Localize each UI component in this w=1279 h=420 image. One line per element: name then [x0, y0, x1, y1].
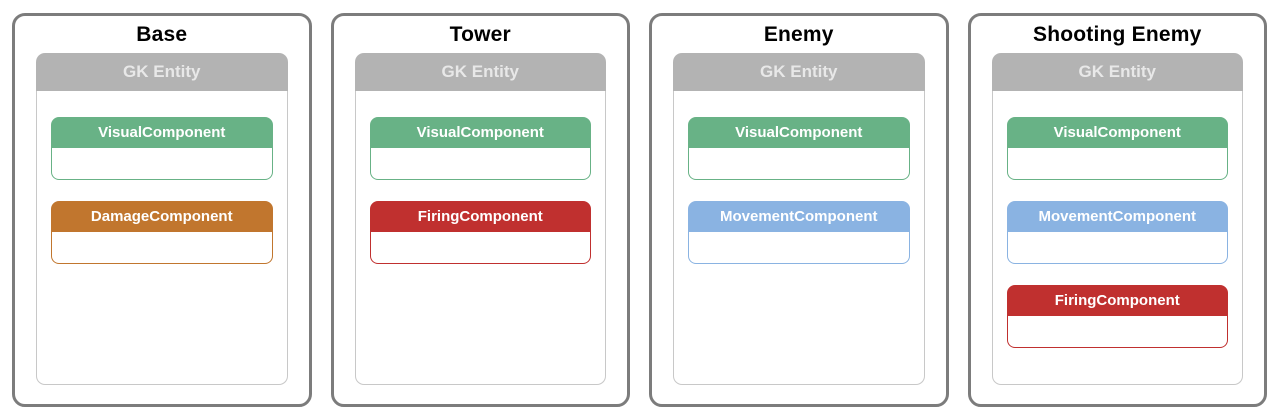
entity-panel: Shooting Enemy GK Entity VisualComponent…	[967, 13, 1267, 407]
panel-title: Shooting Enemy	[1033, 23, 1202, 46]
gk-entity-card: GK Entity VisualComponent DamageComponen…	[36, 53, 288, 385]
component-box: VisualComponent	[51, 117, 273, 180]
panel-title: Enemy	[763, 23, 834, 46]
component-body	[1006, 148, 1228, 180]
component-body	[369, 232, 591, 264]
component-box: VisualComponent	[688, 117, 910, 180]
component-box: MovementComponent	[688, 201, 910, 264]
panel-title: Tower	[449, 23, 511, 46]
gk-entity-card: GK Entity VisualComponent MovementCompon…	[673, 53, 925, 385]
entity-panel: Base GK Entity VisualComponent DamageCom…	[12, 13, 312, 407]
component-box: VisualComponent	[1006, 117, 1228, 180]
component-header-label: VisualComponent	[1006, 117, 1228, 148]
entity-panel: Tower GK Entity VisualComponent FiringCo…	[330, 13, 630, 407]
gk-entity-header: GK Entity	[354, 53, 606, 91]
component-header-label: VisualComponent	[369, 117, 591, 148]
component-header-label: VisualComponent	[51, 117, 273, 148]
gk-entity-body: VisualComponent DamageComponent	[36, 91, 288, 385]
gk-entity-header: GK Entity	[991, 53, 1243, 91]
component-box: DamageComponent	[51, 201, 273, 264]
component-body	[51, 232, 273, 264]
component-box: MovementComponent	[1006, 201, 1228, 264]
component-header-label: FiringComponent	[1006, 285, 1228, 316]
entity-panel: Enemy GK Entity VisualComponent Movement…	[649, 13, 949, 407]
component-box: FiringComponent	[1006, 285, 1228, 348]
gk-entity-header: GK Entity	[673, 53, 925, 91]
component-header-label: VisualComponent	[688, 117, 910, 148]
component-box: VisualComponent	[369, 117, 591, 180]
component-body	[1006, 232, 1228, 264]
component-body	[688, 148, 910, 180]
component-body	[369, 148, 591, 180]
component-header-label: MovementComponent	[1006, 201, 1228, 232]
component-box: FiringComponent	[369, 201, 591, 264]
gk-entity-body: VisualComponent MovementComponent Firing…	[991, 91, 1243, 385]
component-header-label: MovementComponent	[688, 201, 910, 232]
gk-entity-header: GK Entity	[36, 53, 288, 91]
component-body	[1006, 316, 1228, 348]
gk-entity-card: GK Entity VisualComponent FiringComponen…	[354, 53, 606, 385]
component-body	[51, 148, 273, 180]
component-body	[688, 232, 910, 264]
component-header-label: FiringComponent	[369, 201, 591, 232]
component-header-label: DamageComponent	[51, 201, 273, 232]
panel-title: Base	[136, 23, 188, 46]
gk-entity-card: GK Entity VisualComponent MovementCompon…	[991, 53, 1243, 385]
gk-entity-body: VisualComponent FiringComponent	[354, 91, 606, 385]
gk-entity-body: VisualComponent MovementComponent	[673, 91, 925, 385]
